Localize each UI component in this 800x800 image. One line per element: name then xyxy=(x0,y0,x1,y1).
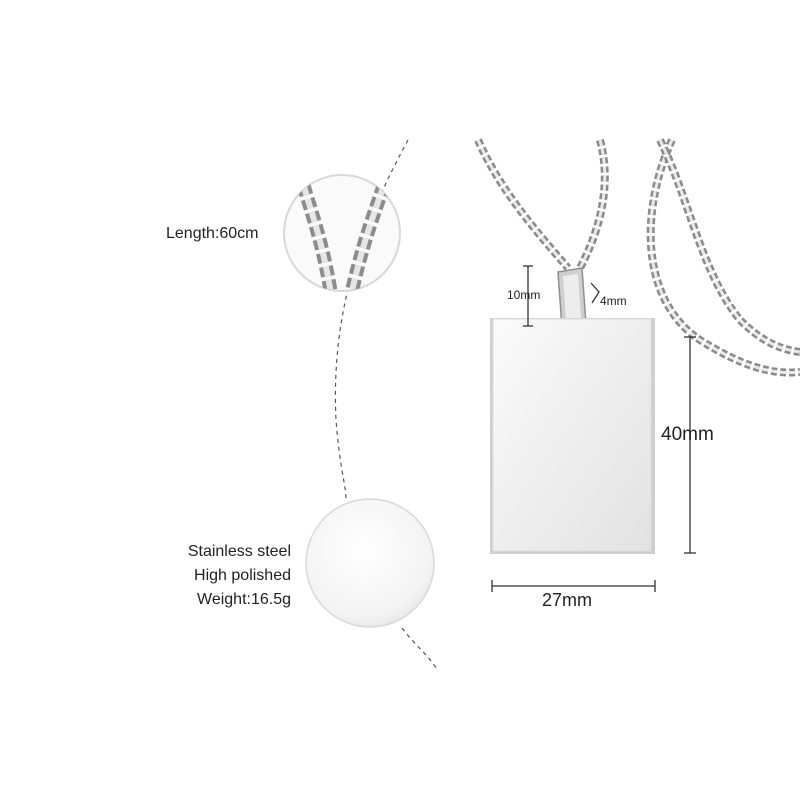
rectangular-pendant xyxy=(490,318,655,554)
dimension-lines xyxy=(491,265,696,592)
bail-height-label: 10mm xyxy=(507,288,541,302)
spec-material: Stainless steel xyxy=(187,543,291,560)
pendant-height-label: 40mm xyxy=(661,424,714,445)
chain-zoom-circle xyxy=(283,174,401,292)
pendant-bail xyxy=(557,267,587,330)
polished-disc xyxy=(305,498,435,628)
dashed-guide-line-lower xyxy=(401,627,437,669)
pendant-width-label: 27mm xyxy=(542,590,593,610)
spec-finish: High polished xyxy=(194,567,291,584)
bail-width-label: 4mm xyxy=(600,294,627,308)
spec-weight: Weight:16.5g xyxy=(197,591,291,608)
chain-length-label: Length:60cm xyxy=(166,225,259,242)
necklace-chain xyxy=(474,138,800,377)
spec-list: Stainless steel High polished Weight:16.… xyxy=(188,540,291,612)
